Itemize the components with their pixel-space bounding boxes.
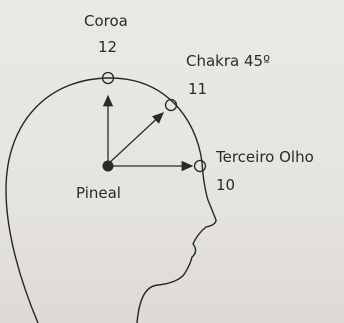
third-eye-number: 10 bbox=[216, 176, 235, 194]
third-eye-label: Terceiro Olho bbox=[216, 148, 314, 166]
line-to-chakra45 bbox=[108, 113, 163, 164]
chakra45-number: 11 bbox=[188, 80, 207, 98]
chakra45-label: Chakra 45º bbox=[186, 52, 270, 70]
crown-label: Coroa bbox=[84, 12, 128, 30]
crown-number: 12 bbox=[98, 38, 117, 56]
pineal-dot bbox=[103, 161, 114, 172]
third-eye-point-circle bbox=[195, 161, 206, 172]
pineal-label: Pineal bbox=[76, 184, 121, 202]
